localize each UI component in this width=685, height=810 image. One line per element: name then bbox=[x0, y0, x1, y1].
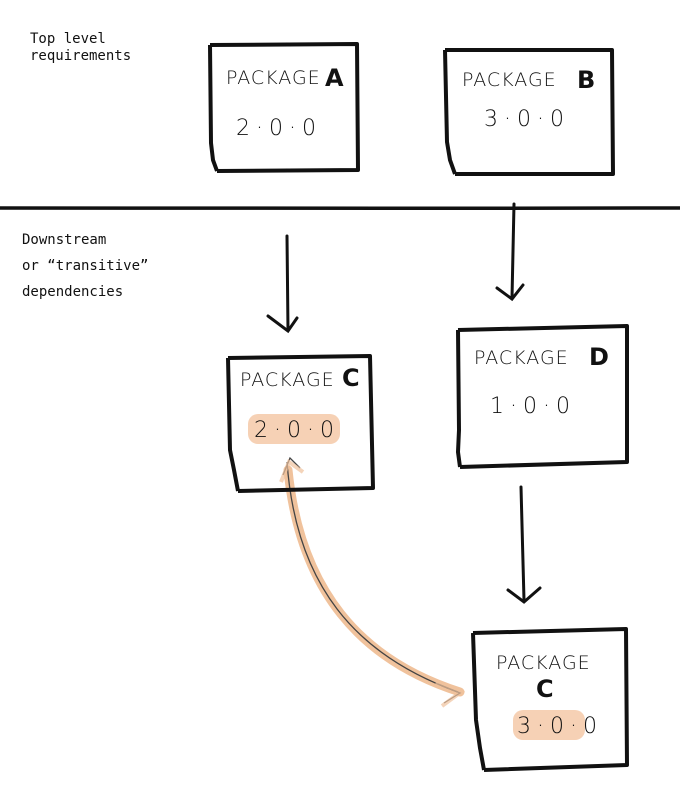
package-c-transitive-version: 3·0·0 bbox=[517, 714, 603, 739]
package-b-letter: B bbox=[577, 66, 595, 94]
package-d-box: PACKAGE D 1·0·0 bbox=[455, 324, 629, 469]
package-d-version: 1·0·0 bbox=[490, 394, 576, 419]
package-b-name: PACKAGE bbox=[462, 69, 557, 91]
top-level-label-line-1: Top level bbox=[30, 31, 106, 47]
package-c-transitive-name: PACKAGE bbox=[496, 652, 591, 674]
downstream-label-line-3: dependencies bbox=[22, 284, 124, 300]
package-b-box: PACKAGE B 3·0·0 bbox=[443, 48, 615, 176]
version-conflict-arrow bbox=[279, 456, 466, 708]
package-c-direct-version-highlight bbox=[248, 414, 340, 444]
level-divider bbox=[0, 205, 681, 211]
package-c-direct-letter: C bbox=[342, 364, 360, 392]
arrow-d-to-c bbox=[506, 485, 542, 604]
package-a-letter: A bbox=[325, 64, 344, 92]
package-a-version: 2·0·0 bbox=[236, 116, 322, 141]
top-level-label-line-2: requirements bbox=[30, 48, 132, 64]
downstream-label: Downstream or “transitive” dependencies bbox=[22, 232, 148, 310]
package-c-direct-name: PACKAGE bbox=[240, 369, 335, 391]
package-c-transitive-box: PACKAGE C 3·0·0 bbox=[471, 627, 629, 772]
package-c-direct-version: 2·0·0 bbox=[254, 418, 340, 443]
package-c-transitive-letter: C bbox=[536, 675, 554, 703]
top-level-label: Top level requirements bbox=[30, 31, 131, 65]
downstream-label-line-2: or “transitive” bbox=[22, 258, 149, 274]
arrow-b-to-d bbox=[495, 202, 525, 302]
package-c-direct-box: PACKAGE C 2·0·0 bbox=[226, 354, 375, 493]
package-c-transitive-version-highlight bbox=[513, 710, 585, 740]
package-d-name: PACKAGE bbox=[474, 347, 569, 369]
arrow-a-to-c bbox=[266, 234, 299, 334]
package-a-box: PACKAGE A 2·0·0 bbox=[208, 42, 360, 173]
package-a-name: PACKAGE bbox=[226, 67, 321, 89]
downstream-label-line-1: Downstream bbox=[22, 232, 107, 248]
package-d-letter: D bbox=[589, 343, 609, 371]
package-b-version: 3·0·0 bbox=[484, 107, 570, 132]
